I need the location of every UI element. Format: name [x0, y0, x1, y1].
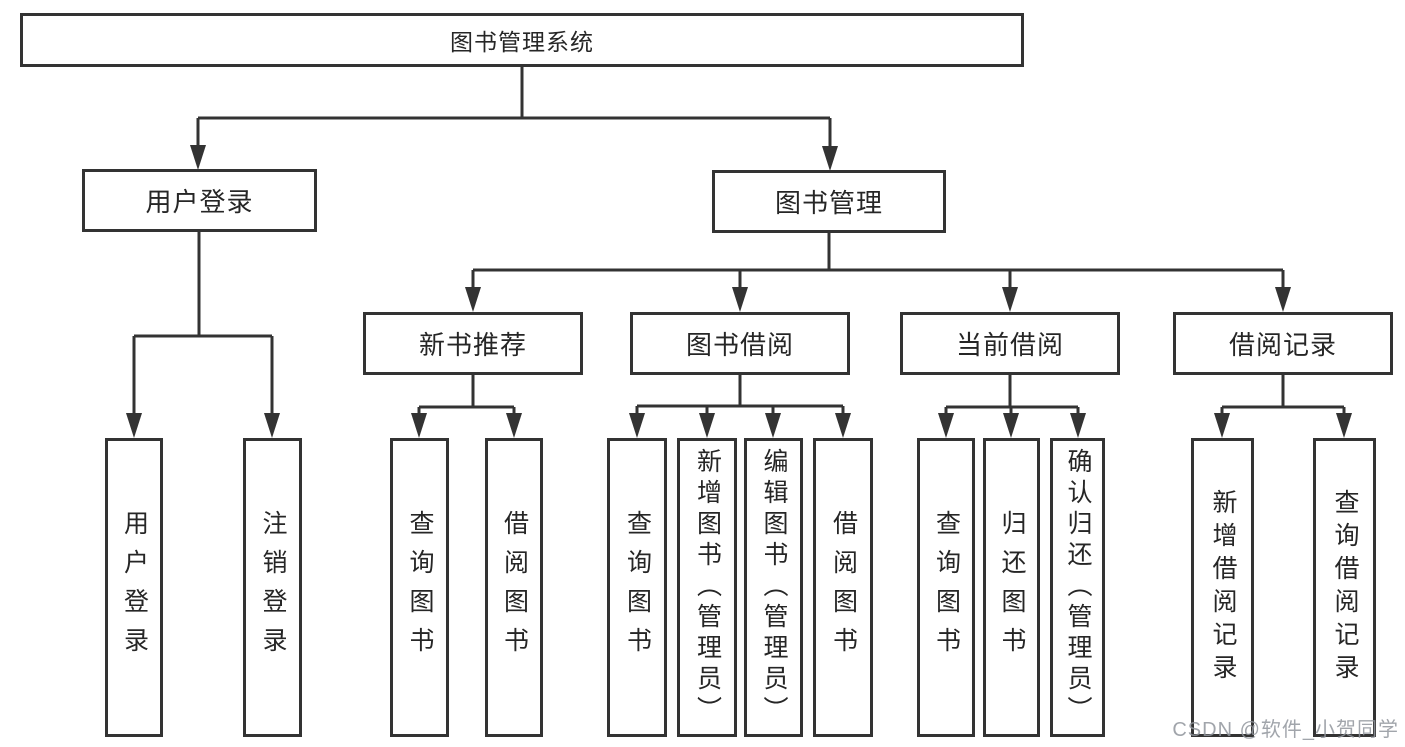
- leaf-user-login: 用户登录: [105, 438, 163, 737]
- leaf-records-query: 查询借阅记录: [1313, 438, 1376, 737]
- csdn-watermark: CSDN @软件_小贺同学: [1172, 719, 1399, 741]
- leaf-borrow-edit-admin: 编辑图书（管理员）: [744, 438, 803, 737]
- leaf-current-query: 查询图书: [917, 438, 975, 737]
- leaf-borrow-query: 查询图书: [607, 438, 667, 737]
- connector-current-borrow-to-leaves: [938, 375, 1086, 438]
- leaf-logout: 注销登录: [243, 438, 302, 737]
- connector-book-mgmt-to-level3: [465, 233, 1291, 312]
- node-book-borrow: 图书借阅: [630, 312, 850, 375]
- node-borrow-records: 借阅记录: [1173, 312, 1393, 375]
- leaf-records-add: 新增借阅记录: [1191, 438, 1254, 737]
- connector-book-borrow-to-leaves: [629, 375, 851, 438]
- leaf-current-return: 归还图书: [983, 438, 1040, 737]
- connector-user-login-to-leaves: [126, 232, 280, 438]
- node-current-borrow: 当前借阅: [900, 312, 1120, 375]
- leaf-new-books-query: 查询图书: [390, 438, 449, 737]
- node-book-management: 图书管理: [712, 170, 946, 233]
- connector-borrow-records-to-leaves: [1214, 375, 1352, 438]
- leaf-new-books-borrow: 借阅图书: [485, 438, 543, 737]
- leaf-borrow-borrow: 借阅图书: [813, 438, 873, 737]
- node-user-login: 用户登录: [82, 169, 317, 232]
- node-new-book-recommend: 新书推荐: [363, 312, 583, 375]
- connector-root-to-level2: [190, 67, 838, 171]
- leaf-current-confirm-return-admin: 确认归还（管理员）: [1050, 438, 1105, 737]
- leaf-borrow-add-admin: 新增图书（管理员）: [677, 438, 737, 737]
- connector-new-books-to-leaves: [411, 375, 522, 438]
- node-root-system: 图书管理系统: [20, 13, 1024, 67]
